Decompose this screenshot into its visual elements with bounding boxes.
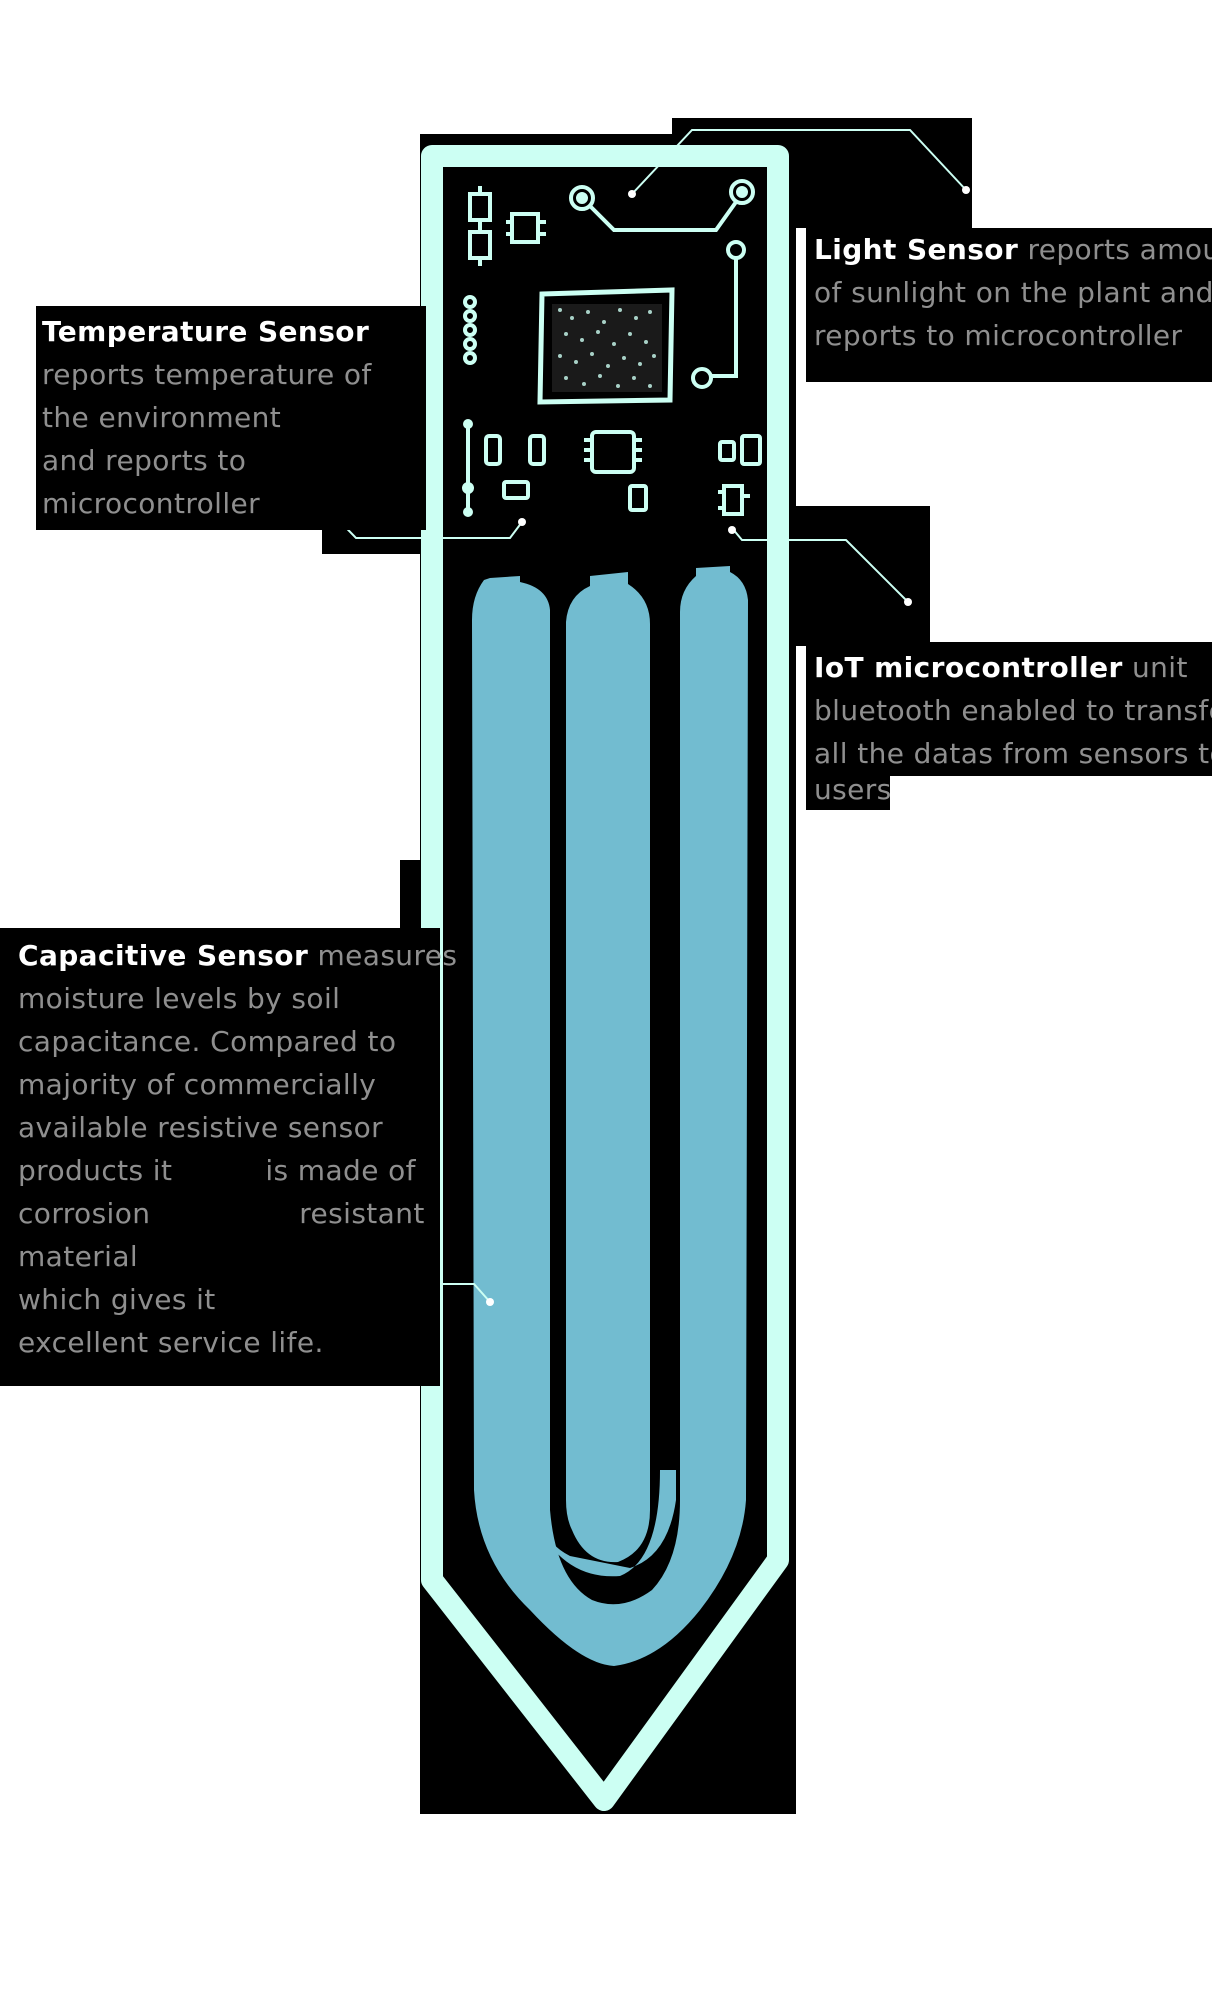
iot-callout-tail: users xyxy=(806,768,892,810)
light-text-2: of sunlight on the plant and xyxy=(814,276,1212,309)
temperature-sensor-callout: Temperature Sensor reports temperature o… xyxy=(36,306,426,530)
capacitive-text-7: corrosion resistant xyxy=(18,1197,425,1230)
iot-title: IoT microcontroller xyxy=(814,651,1123,684)
component-3 xyxy=(510,212,540,244)
temperature-sensor-title: Temperature Sensor xyxy=(42,315,370,348)
light-text-1: reports amount xyxy=(1027,233,1212,266)
capacitive-text-4: majority of commercially xyxy=(18,1068,377,1101)
light-text-3: reports to microcontroller xyxy=(814,319,1183,352)
iot-text-4: users xyxy=(814,773,892,806)
capacitive-electrode xyxy=(472,566,748,1666)
capacitive-text-8: material xyxy=(18,1240,139,1273)
light-sensor-title: Light Sensor xyxy=(814,233,1019,266)
iot-text-2: bluetooth enabled to transfer xyxy=(814,694,1212,727)
smd-components xyxy=(463,186,546,365)
iot-line-1: IoT microcontroller unit xyxy=(814,646,1212,689)
iot-microcontroller-callout: IoT microcontroller unit bluetooth enabl… xyxy=(806,642,1212,776)
capacitive-text-10: excellent service life. xyxy=(18,1326,324,1359)
leader-light xyxy=(631,129,967,195)
capacitive-text-5: available resistive sensor xyxy=(18,1111,384,1144)
microcontroller-chip xyxy=(584,430,642,474)
capacitive-text-6: products it is made of xyxy=(18,1154,416,1187)
capacitive-sensor-callout: Capacitive Sensor measures moisture leve… xyxy=(0,928,457,1386)
temperature-text-4: microcontroller xyxy=(42,487,261,520)
capacitive-text-1: measures xyxy=(308,939,458,972)
temperature-text-1: reports temperature of xyxy=(42,358,372,391)
capacitive-line-1: Capacitive Sensor measures xyxy=(18,934,457,977)
light-sensor-callout: Light Sensor reports amount of sunlight … xyxy=(806,228,1212,382)
capacitive-text-3: capacitance. Compared to xyxy=(18,1025,397,1058)
lower-components xyxy=(462,419,762,517)
iot-text-1: unit xyxy=(1122,651,1188,684)
electrode-u xyxy=(472,566,748,1666)
capacitive-text-9: which gives it xyxy=(18,1283,216,1316)
leader-iot xyxy=(731,527,909,603)
temperature-text-2: the environment xyxy=(42,401,282,434)
light-sensor-pad xyxy=(569,179,755,389)
capacitive-text-2: moisture levels by soil xyxy=(18,982,341,1015)
temperature-text-3: and reports to xyxy=(42,444,247,477)
temperature-sensor-chip xyxy=(537,287,675,405)
electrode-middle xyxy=(566,572,650,1563)
capacitive-title: Capacitive Sensor xyxy=(18,939,309,972)
light-line-1: Light Sensor reports amount xyxy=(814,228,1212,271)
iot-text-3: all the datas from sensors to xyxy=(814,737,1212,770)
board-backdrop-right-mid xyxy=(782,506,930,646)
